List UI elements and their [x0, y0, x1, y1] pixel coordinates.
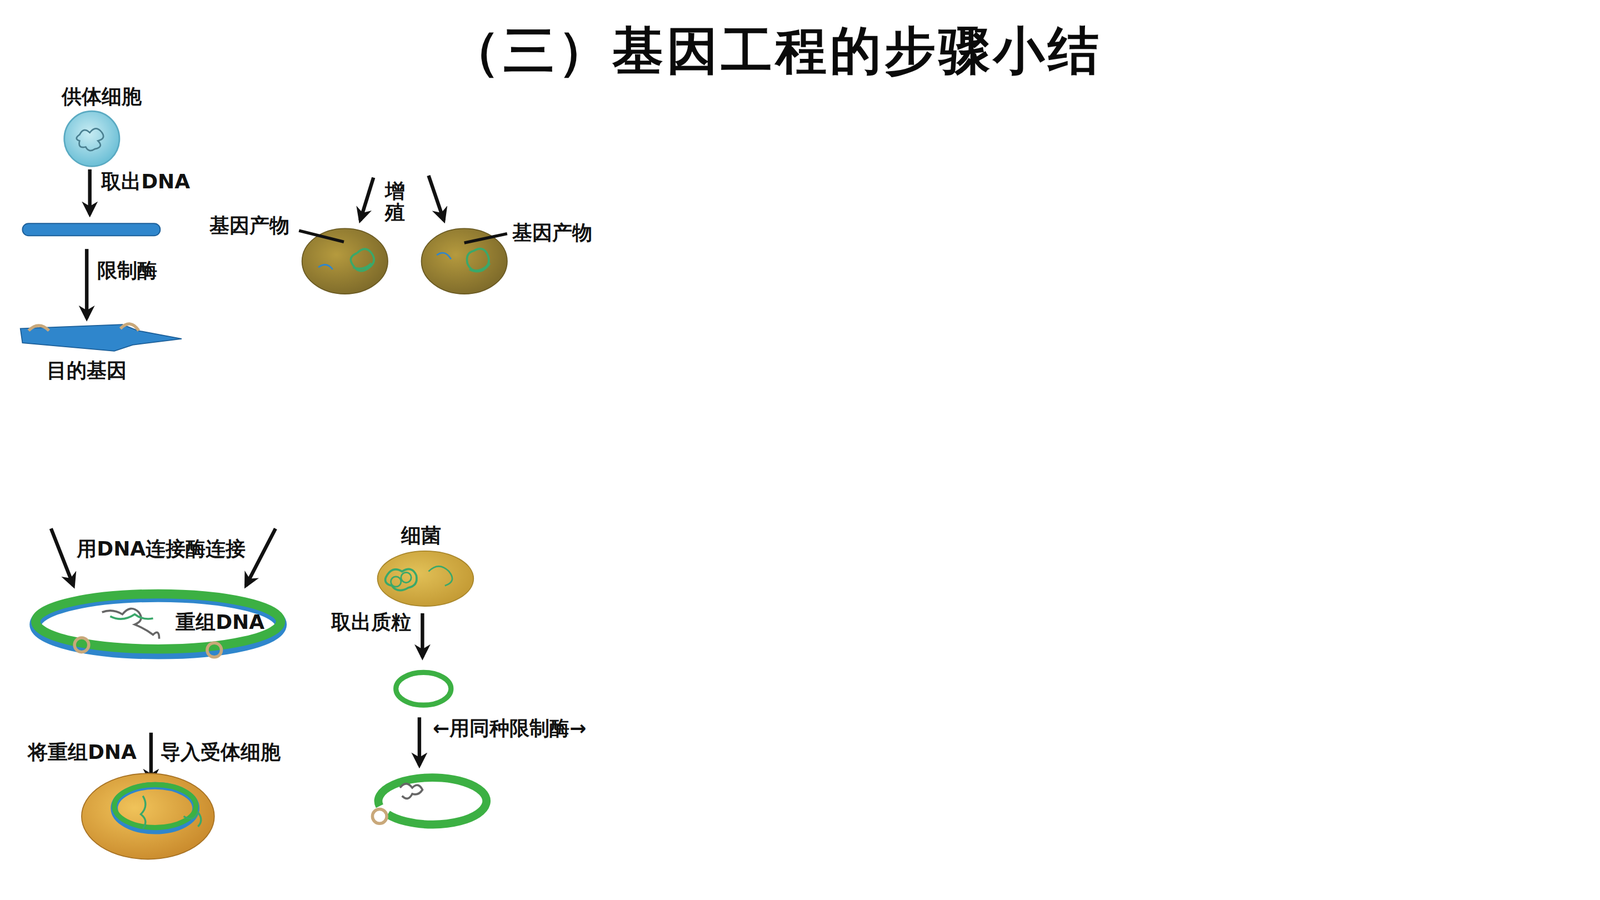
step-label: 限制酶	[95, 257, 160, 284]
step-label: 将重组DNA	[25, 738, 139, 765]
gene-label: 目的基因	[44, 355, 134, 385]
node-text: 目的基因	[46, 358, 127, 382]
bacterium-label: 细菌	[398, 521, 448, 551]
node-text: 重组DNA	[175, 610, 265, 634]
node-text: 基因产物	[512, 220, 593, 244]
cell-label: 供体细胞	[59, 82, 149, 112]
node-text: 细菌	[401, 523, 442, 547]
step-arrow	[85, 248, 89, 319]
node-text: 供体细胞	[61, 85, 142, 108]
step-arrow	[246, 528, 276, 586]
cut-plasmid	[372, 777, 487, 825]
step-arrow	[360, 177, 374, 221]
product-label: 基因产物	[510, 217, 599, 248]
leader-line	[464, 233, 508, 244]
recombinant-dna-ring	[35, 593, 281, 658]
gene-fragment	[20, 323, 182, 352]
step-arrow	[417, 717, 422, 765]
node-text: 基因产物	[209, 213, 290, 237]
step-label: ←用同种限制酶→	[430, 715, 589, 742]
step-label: 增殖	[385, 180, 405, 224]
receptor-cell	[81, 773, 215, 859]
step-label: 导入受体细胞	[158, 738, 283, 765]
bacterium	[377, 551, 474, 607]
plasmid	[396, 672, 452, 705]
donor-cell	[64, 111, 120, 167]
dna-strand	[22, 223, 160, 236]
step-label: 用DNA连接酶连接	[74, 536, 248, 563]
step-arrow	[428, 175, 444, 221]
ring-label: 重组DNA	[173, 607, 272, 638]
bacterium	[421, 228, 508, 294]
step-arrow	[420, 613, 424, 658]
title: （三）基因工程的步骤小结	[446, 19, 1105, 83]
leader-line	[298, 230, 344, 242]
step-label: 取出DNA	[98, 168, 193, 195]
product-label: 基因产物	[207, 210, 297, 240]
step-label: 取出质粒	[328, 609, 414, 636]
bacterium	[302, 228, 388, 294]
step-arrow	[51, 528, 74, 586]
step-arrow	[87, 169, 92, 215]
